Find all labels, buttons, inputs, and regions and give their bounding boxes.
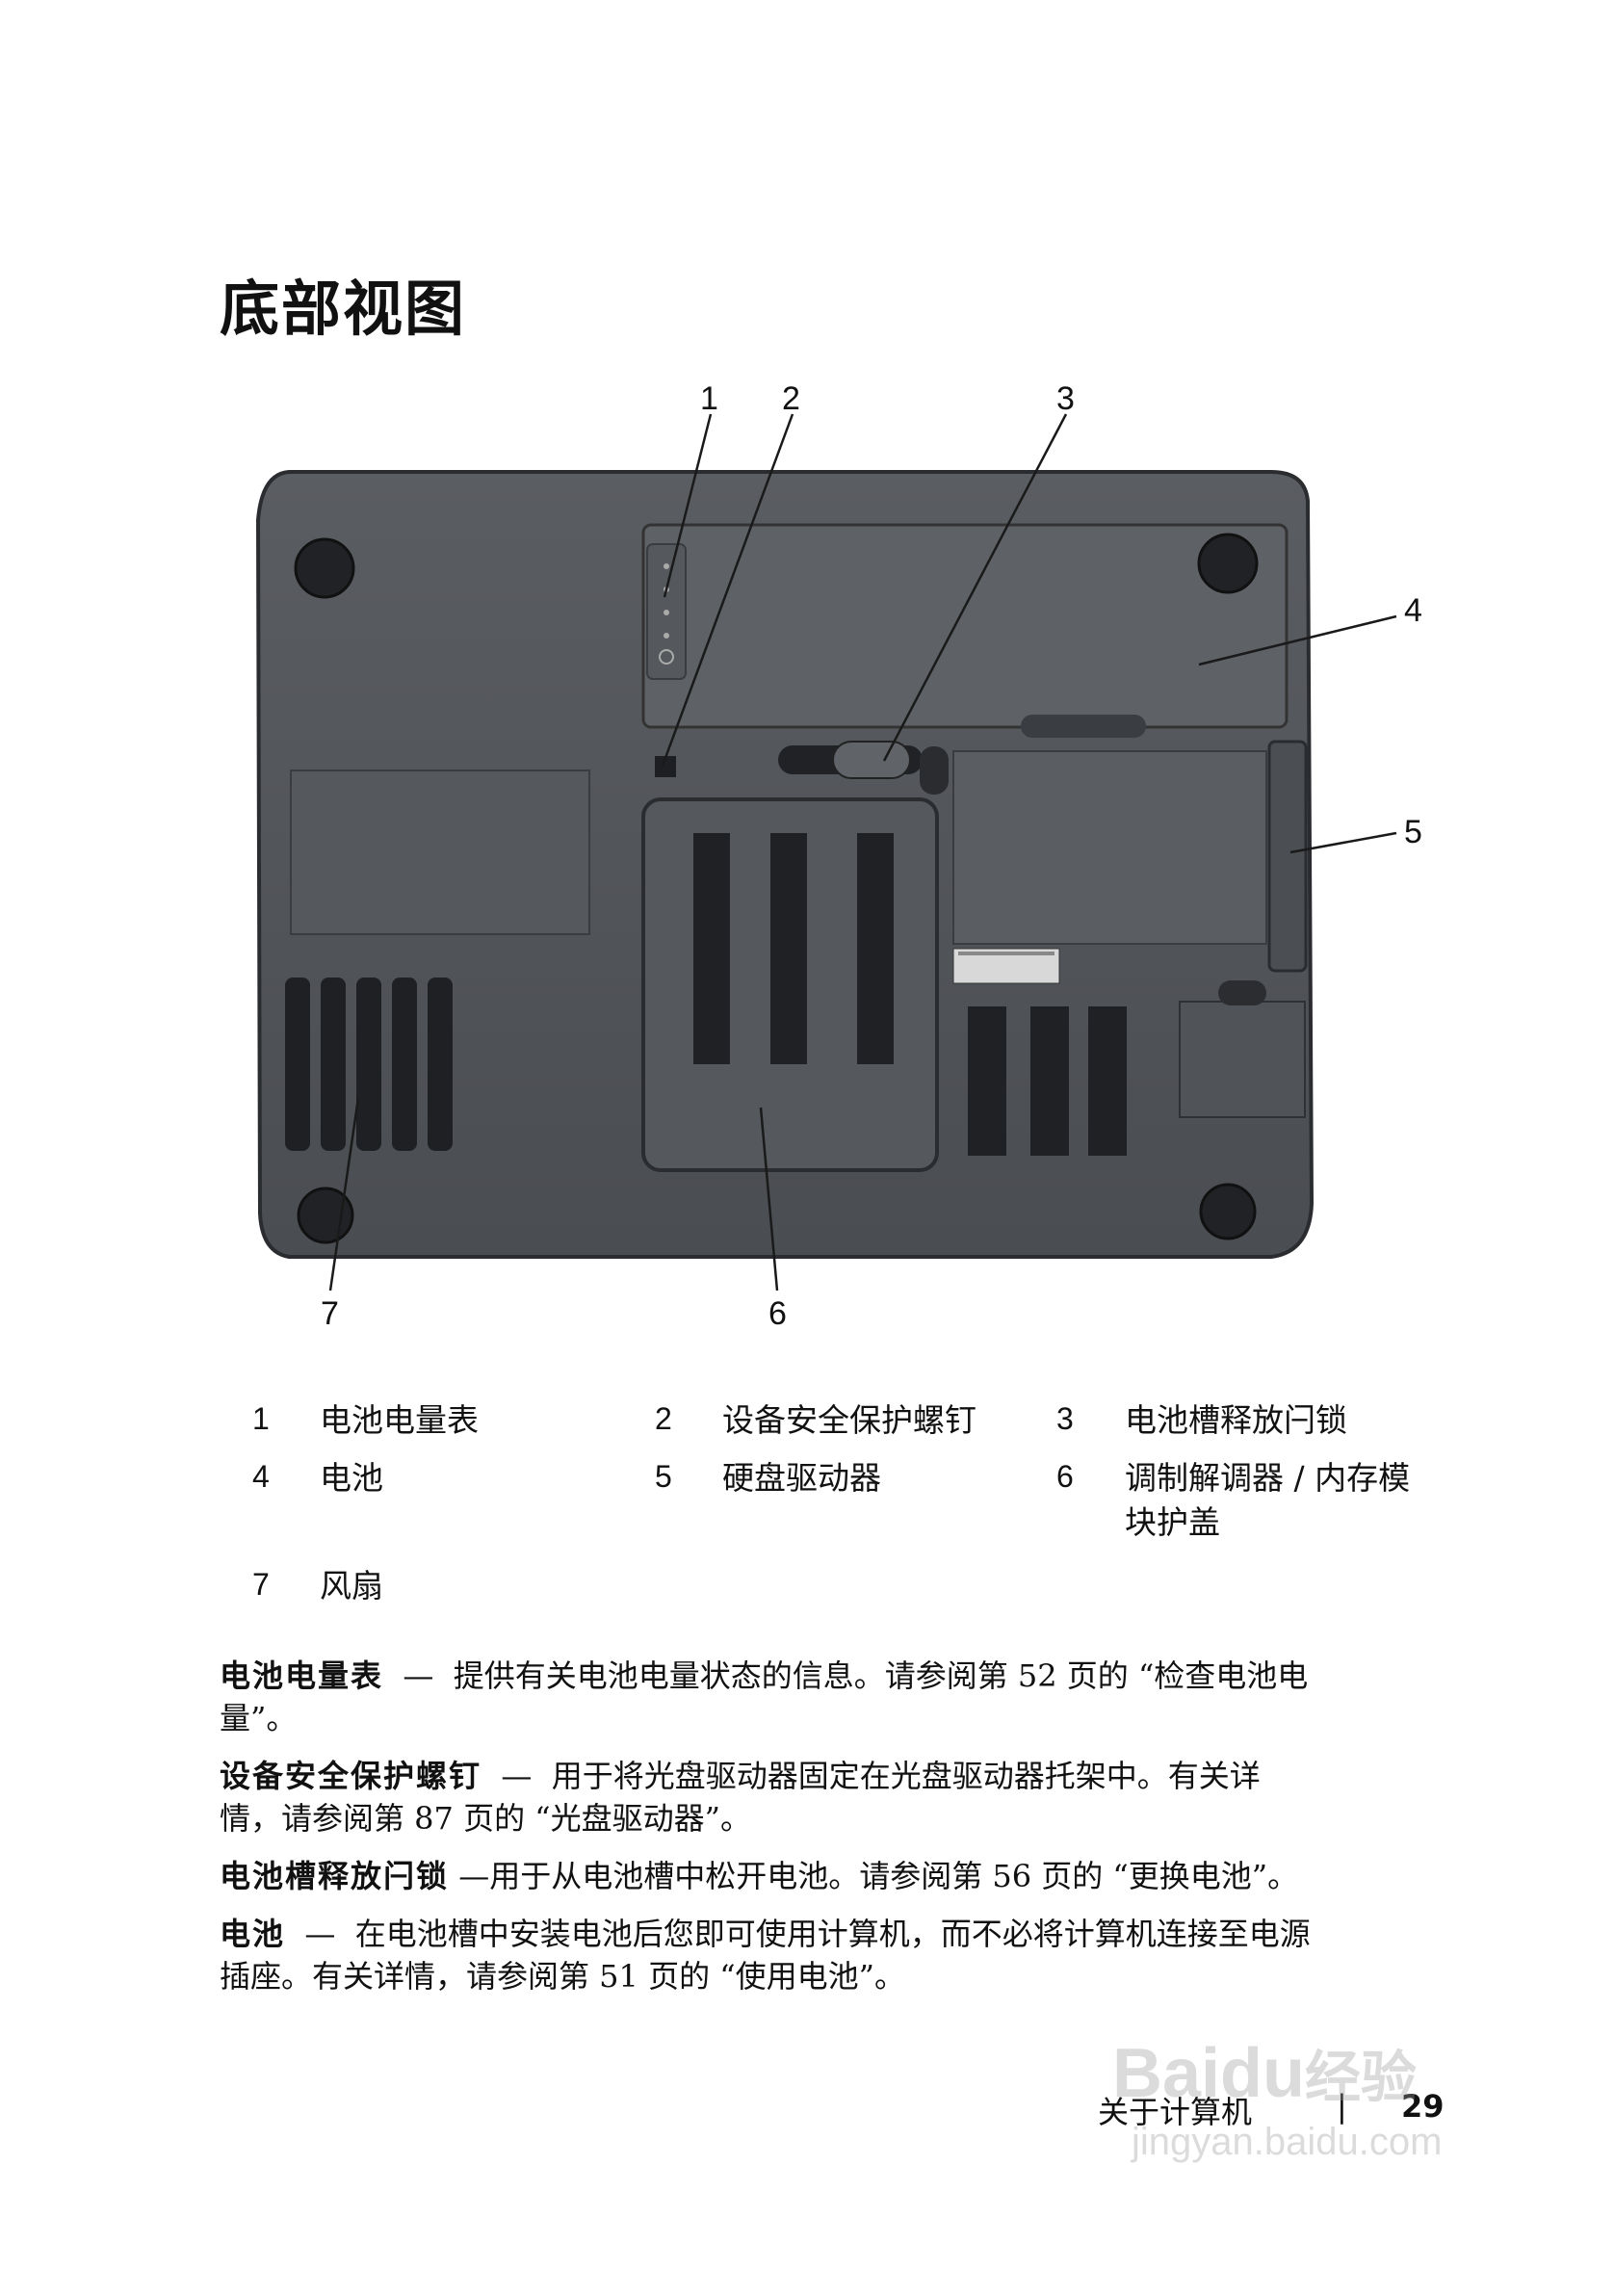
desc-text: 用于将光盘驱动器固定在光盘驱动器托架中。有关详 [551,1758,1261,1794]
legend-num-3: 3 [1056,1401,1074,1436]
legend-num-6: 6 [1056,1459,1074,1494]
legend-label-1: 电池电量表 [320,1401,479,1439]
legend-label-6b: 块护盖 [1125,1503,1220,1541]
legend-label-2: 设备安全保护螺钉 [722,1401,976,1439]
laptop-bottom-figure [255,413,1397,1292]
desc-battery-latch: 电池槽释放闩锁 —用于从电池槽中松开电池。请参阅第 56 页的 “更换电池”。 [220,1855,1452,1897]
callout-1: 1 [700,380,718,417]
desc-battery: 电池 — 在电池槽中安装电池后您即可使用计算机，而不必将计算机连接至电源 插座。… [220,1913,1452,1997]
footer-page-number: 29 [1401,2088,1445,2125]
desc-term: 设备安全保护螺钉 [220,1758,482,1794]
watermark-url: jingyan.baidu.com [1132,2121,1443,2163]
callout-2: 2 [782,380,800,417]
callout-4: 4 [1404,592,1422,629]
desc-battery-gauge: 电池电量表 — 提供有关电池电量状态的信息。请参阅第 52 页的 “检查电池电 … [220,1655,1452,1739]
legend-num-2: 2 [655,1401,672,1436]
footer-separator: | [1337,2088,1347,2125]
desc-sep: — [304,1916,336,1952]
desc-text-line2: 量”。 [220,1700,298,1736]
callout-7: 7 [321,1295,339,1332]
page-title: 底部视图 [220,274,467,344]
callout-5: 5 [1404,814,1422,850]
desc-sep: — [403,1657,434,1694]
legend-num-4: 4 [252,1459,270,1494]
desc-term: 电池 [220,1916,286,1952]
desc-text: 提供有关电池电量状态的信息。请参阅第 52 页的 “检查电池电 [453,1657,1309,1694]
desc-text: 在电池槽中安装电池后您即可使用计算机，而不必将计算机连接至电源 [354,1916,1311,1952]
hard-drive [1267,740,1308,973]
watermark-brand: Baidu经验 [1112,2035,1418,2112]
desc-sep: — [501,1758,533,1794]
desc-text-line2: 插座。有关详情，请参阅第 51 页的 “使用电池”。 [220,1958,905,1995]
legend-label-4: 电池 [320,1459,383,1497]
legend-label-6a: 调制解调器 / 内存模 [1125,1459,1411,1497]
desc-term: 电池电量表 [220,1657,384,1694]
callout-6: 6 [768,1295,787,1332]
legend-num-5: 5 [655,1459,672,1494]
baidu-watermark: Baidu经验 jingyan.baidu.com [1112,2032,1517,2186]
security-screw [655,756,676,777]
legend-num-1: 1 [252,1401,270,1436]
callout-3: 3 [1056,380,1075,417]
desc-security-screw: 设备安全保护螺钉 — 用于将光盘驱动器固定在光盘驱动器托架中。有关详 情，请参阅… [220,1755,1452,1839]
memory-cover-vents [693,833,894,1064]
desc-text: 用于从电池槽中松开电池。请参阅第 56 页的 “更换电池”。 [489,1858,1299,1894]
fan-vents [285,978,453,1151]
legend-label-5: 硬盘驱动器 [722,1459,881,1497]
legend-num-7: 7 [252,1567,270,1602]
footer-section: 关于计算机 [1098,2094,1253,2130]
battery [641,523,1289,729]
legend-label-7: 风扇 [320,1567,383,1605]
desc-term: 电池槽释放闩锁 [220,1858,450,1894]
legend-label-3: 电池槽释放闩锁 [1125,1401,1347,1439]
desc-text-line2: 情，请参阅第 87 页的 “光盘驱动器”。 [220,1800,751,1837]
right-vents [968,1006,1127,1156]
desc-sep: — [458,1858,490,1894]
